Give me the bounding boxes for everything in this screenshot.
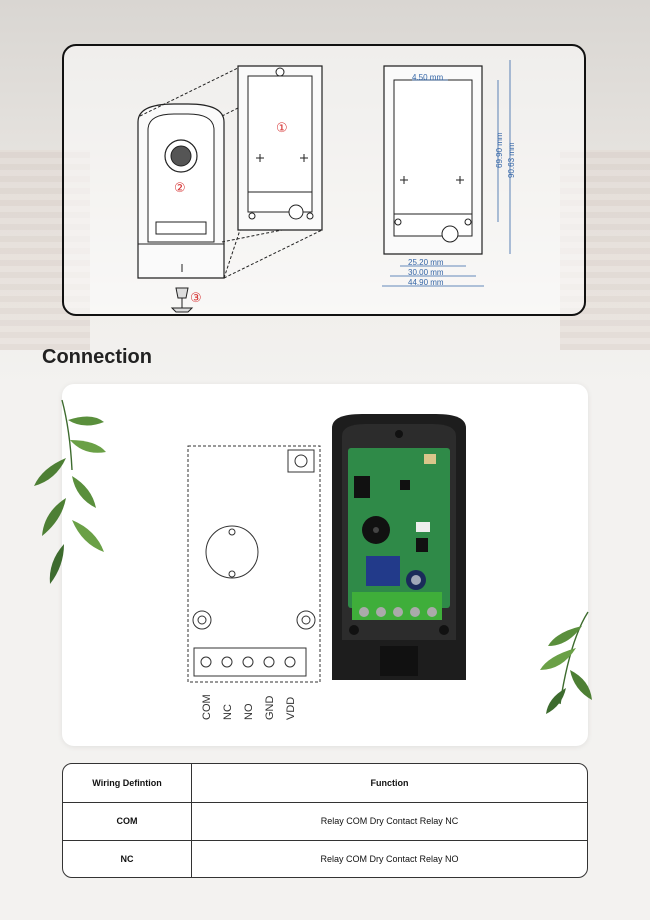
table-cell-definition: NC <box>63 840 192 877</box>
table-cell-function: Relay COM Dry Contact Relay NC <box>320 816 459 826</box>
table-header-definition: Wiring Defintion <box>63 764 192 802</box>
installation-diagram-svg: ① ② ③ 4.50 mm 69.90 mm 90.63 mm 25.20 mm… <box>137 60 516 313</box>
dim-inner-width: 25.20 mm <box>408 258 444 267</box>
terminal-label-nc: NC <box>222 704 234 720</box>
table-cell-function: Relay COM Dry Contact Relay NO <box>320 853 459 864</box>
pcb-outline-details <box>192 449 316 677</box>
table-header-row: Wiring Defintion Function <box>63 764 587 803</box>
device-photo <box>332 414 466 680</box>
table-cell-definition: COM <box>63 802 192 840</box>
dim-outer-width: 44.90 mm <box>408 278 444 287</box>
marker-1: ① <box>276 120 288 135</box>
table-header-function: Function <box>370 778 409 788</box>
front-cover-drawing <box>137 103 225 313</box>
terminal-label-com: COM <box>201 694 213 720</box>
dimension-drawing <box>382 60 511 287</box>
connection-illustration: COM NC NO GND VDD <box>187 414 466 721</box>
installation-diagram: ① ② ③ 4.50 mm 69.90 mm 90.63 mm 25.20 mm… <box>62 44 586 316</box>
dim-inner-height: 69.90 mm <box>495 132 504 168</box>
dim-mid-width: 30.00 mm <box>408 268 444 277</box>
section-title: Connection <box>42 346 152 368</box>
marker-2: ② <box>174 180 186 195</box>
marker-3: ③ <box>190 290 202 305</box>
pcb-outline-drawing <box>187 445 321 683</box>
terminal-label-vdd: VDD <box>285 697 297 720</box>
terminal-label-gnd: GND <box>264 696 276 721</box>
connection-card: COM NC NO GND VDD <box>62 384 588 746</box>
wiring-table: Wiring Defintion Function COM Relay COM … <box>62 763 588 878</box>
table-row: COM Relay COM Dry Contact Relay NC <box>63 802 587 841</box>
dim-outer-height: 90.63 mm <box>507 142 516 178</box>
table-row: NC Relay COM Dry Contact Relay NO <box>63 840 587 877</box>
dim-top-gap: 4.50 mm <box>412 73 443 82</box>
terminal-label-no: NO <box>243 703 255 720</box>
back-base-drawing <box>237 65 323 231</box>
